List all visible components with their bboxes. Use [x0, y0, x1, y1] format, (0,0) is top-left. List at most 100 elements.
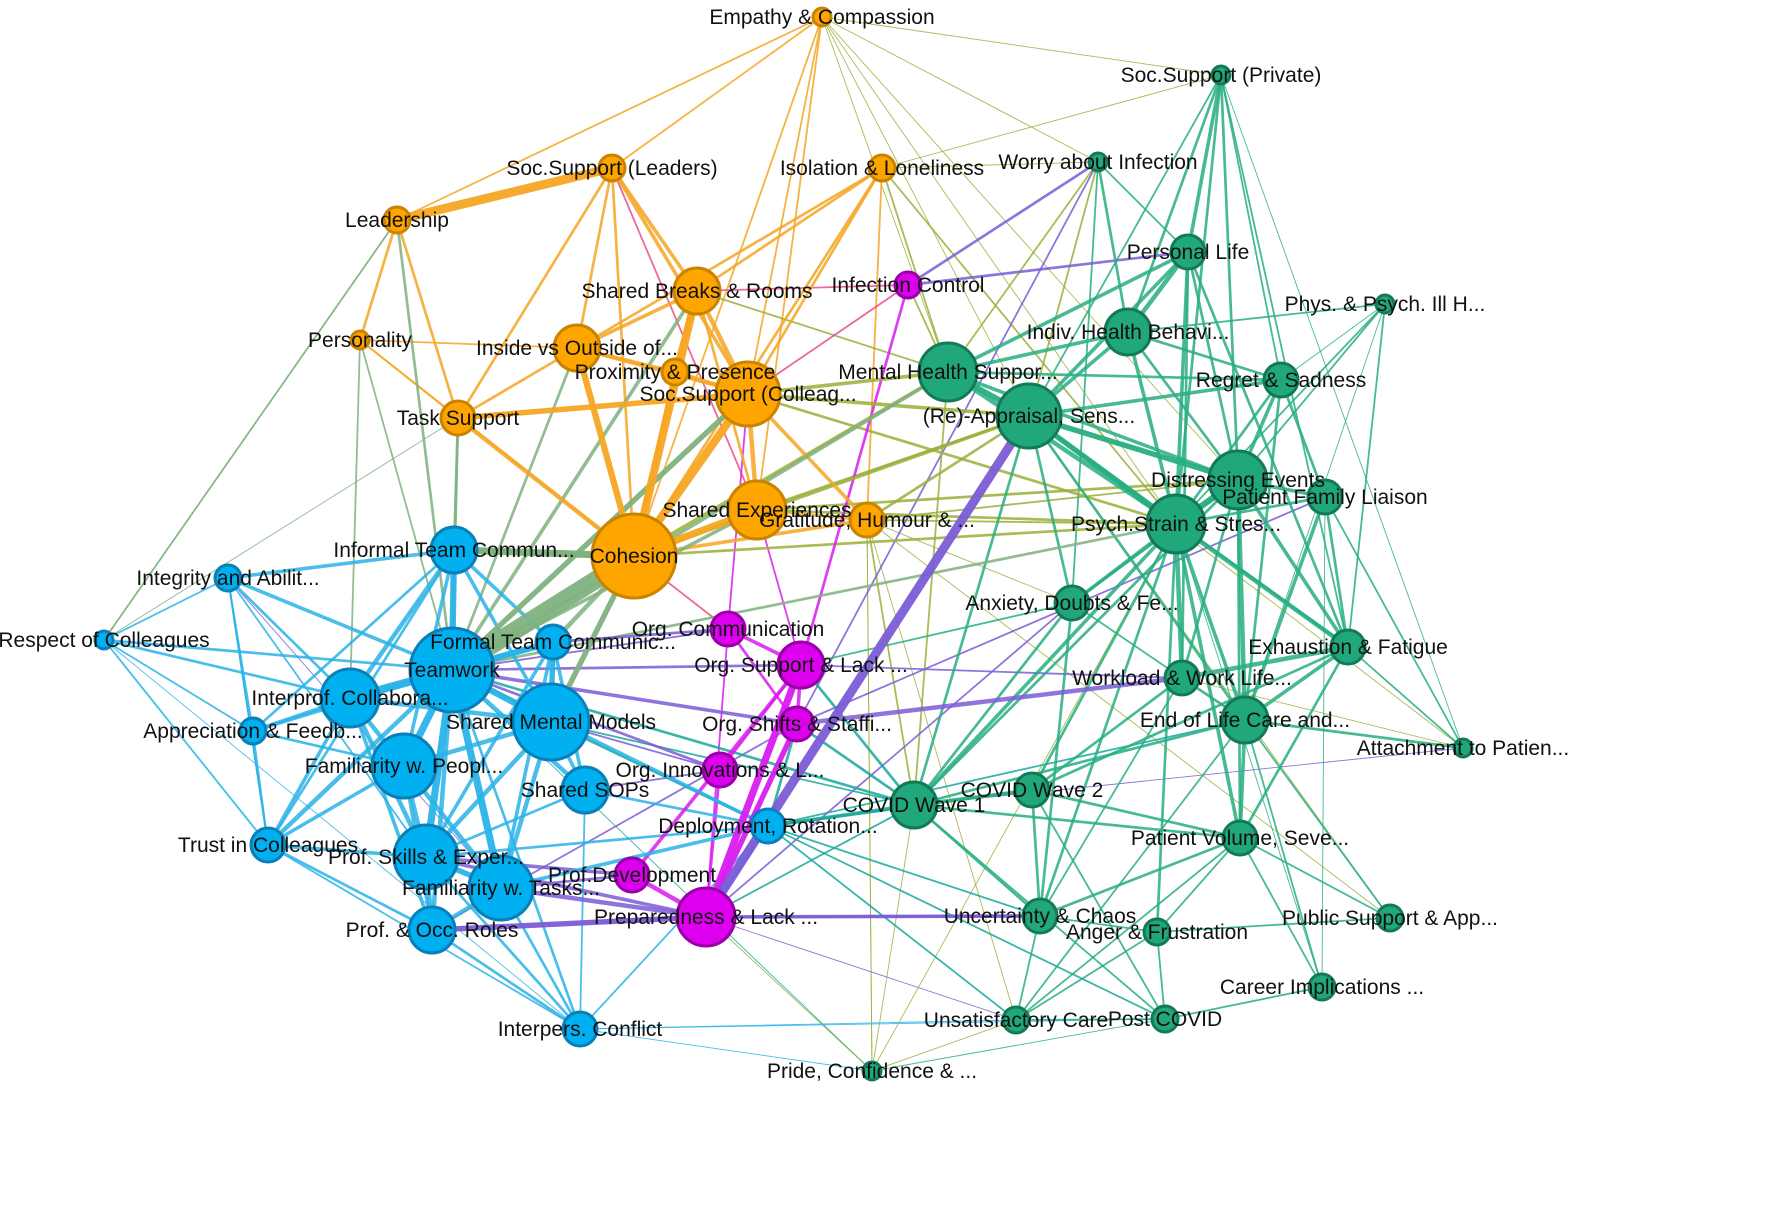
node-label-trust: Trust in Colleagues [178, 834, 358, 857]
edge-distressing-exhaustion [1236, 478, 1350, 649]
edge-workload-org_shifts [794, 675, 1185, 727]
node-mental-health[interactable] [917, 341, 979, 403]
node-unsatisfactory[interactable] [1001, 1005, 1031, 1035]
edge-trust-respect [103, 639, 269, 846]
node-label-integrity: Integrity and Abilit... [136, 567, 319, 590]
node-label-soc-colleagues: Soc.Support (Colleag... [639, 383, 856, 406]
node-indiv-health[interactable] [1103, 307, 1153, 357]
node-label-inside-outside: Inside vs Outside of... [476, 337, 678, 360]
edge-mental_health-distressing [946, 370, 1240, 482]
node-workload[interactable] [1163, 659, 1201, 697]
node-covid1[interactable] [889, 780, 939, 830]
node-psych-strain[interactable] [1145, 493, 1207, 555]
edge-uncertainty-preparedness [704, 914, 1042, 919]
node-gratitude[interactable] [848, 501, 886, 539]
edge-shared_sops-interpers_conflict [579, 789, 586, 1030]
node-soc-leaders[interactable] [597, 153, 627, 183]
node-inside-outside[interactable] [552, 323, 602, 373]
node-informal-comm[interactable] [429, 525, 479, 575]
node-interprof[interactable] [319, 667, 381, 729]
node-worry[interactable] [1087, 151, 1109, 173]
node-reappraisal[interactable] [995, 382, 1063, 450]
node-label-gratitude: Gratitude, Humour & ... [759, 509, 975, 532]
node-label-reappraisal: (Re)-Appraisal, Sens... [923, 405, 1135, 428]
node-patient-volume[interactable] [1221, 819, 1259, 857]
node-shared-experiences[interactable] [726, 479, 788, 541]
node-isolation[interactable] [867, 153, 897, 183]
node-label-interprof: Interprof. Collabora... [251, 687, 448, 710]
node-personality[interactable] [349, 329, 371, 351]
node-soc-colleagues[interactable] [714, 360, 782, 428]
edge-soc_private-reappraisal [1028, 74, 1222, 417]
edge-indiv_health-regret [1126, 330, 1283, 382]
node-appreciation[interactable] [238, 716, 268, 746]
node-org-comm[interactable] [709, 610, 747, 648]
node-personal-life[interactable] [1169, 233, 1207, 271]
edge-inside_outside-teamwork [450, 346, 579, 672]
edge-isolation-worry [881, 161, 1099, 169]
node-post-covid[interactable] [1150, 1004, 1180, 1034]
node-phys-psych[interactable] [1374, 293, 1396, 315]
node-teamwork[interactable] [408, 626, 496, 714]
node-attachment[interactable] [1452, 737, 1474, 759]
edge-anxiety-preparedness [705, 602, 1073, 918]
node-shared-mm[interactable] [511, 682, 591, 762]
node-respect[interactable] [93, 629, 115, 651]
node-uncertainty[interactable] [1021, 897, 1059, 935]
node-shared-sops[interactable] [560, 765, 610, 815]
node-empathy[interactable] [811, 6, 833, 28]
edge-pride-covid1 [871, 804, 915, 1072]
edge-empathy-worry [821, 16, 1099, 163]
edge-worry-indiv_health [1096, 160, 1130, 334]
node-infection-control[interactable] [893, 270, 923, 300]
node-label-cohesion: Cohesion [590, 545, 679, 568]
node-exhaustion[interactable] [1329, 628, 1367, 666]
node-prof-skills[interactable] [392, 823, 460, 891]
node-public-support[interactable] [1375, 903, 1405, 933]
node-prof-dev[interactable] [613, 856, 651, 894]
node-task-support[interactable] [439, 399, 477, 437]
node-patient-family[interactable] [1306, 478, 1344, 516]
edge-infection_control-worry [906, 160, 1100, 287]
node-label-familiarity-people: Familiarity w. Peopl... [305, 755, 503, 778]
edge-patient_volume-anger [1156, 837, 1241, 933]
node-label-patient-volume: Patient Volume, Seve... [1131, 827, 1349, 850]
node-formal-comm[interactable] [534, 623, 572, 661]
node-distressing[interactable] [1207, 449, 1269, 511]
node-integrity[interactable] [213, 563, 243, 593]
edge-phys_psych-distressing [1237, 303, 1386, 481]
node-interpers-conflict[interactable] [561, 1010, 599, 1048]
node-proximity[interactable] [660, 357, 690, 387]
node-deployment[interactable] [749, 807, 787, 845]
node-org-support[interactable] [776, 640, 826, 690]
node-regret[interactable] [1262, 361, 1300, 399]
edge-soc_private-exhaustion [1220, 74, 1349, 648]
node-label-soc-private: Soc.Support (Private) [1121, 64, 1322, 87]
node-preparedness[interactable] [675, 886, 737, 948]
node-org-innovations[interactable] [701, 751, 739, 789]
node-covid2[interactable] [1013, 771, 1051, 809]
node-label-formal-comm: Formal Team Communic... [430, 631, 676, 654]
node-anger[interactable] [1142, 917, 1172, 947]
node-leadership[interactable] [382, 205, 412, 235]
node-end-of-life[interactable] [1220, 695, 1270, 745]
node-shared-breaks[interactable] [672, 266, 722, 316]
node-trust[interactable] [249, 826, 287, 864]
edge-attachment-covid1 [913, 747, 1464, 806]
node-soc-private[interactable] [1210, 64, 1232, 86]
node-anxiety[interactable] [1053, 584, 1091, 622]
edge-soc_private-attachment [1220, 74, 1464, 749]
node-label-soc-leaders: Soc.Support (Leaders) [506, 157, 717, 180]
node-label-isolation: Isolation & Loneliness [780, 157, 984, 180]
node-cohesion[interactable] [590, 512, 678, 600]
node-familiarity-tasks[interactable] [467, 854, 535, 922]
node-career[interactable] [1307, 972, 1337, 1002]
node-prof-roles[interactable] [407, 905, 457, 955]
node-pride[interactable] [861, 1060, 883, 1082]
edge-end_of_life-unsatisfactory [1015, 719, 1246, 1021]
node-org-shifts[interactable] [778, 705, 816, 743]
node-familiarity-people[interactable] [370, 732, 438, 800]
edge-psych_strain-covid2 [1030, 522, 1178, 792]
edge-indiv_health-psych_strain [1126, 330, 1178, 526]
edge-personal_life-distressing [1186, 250, 1240, 482]
